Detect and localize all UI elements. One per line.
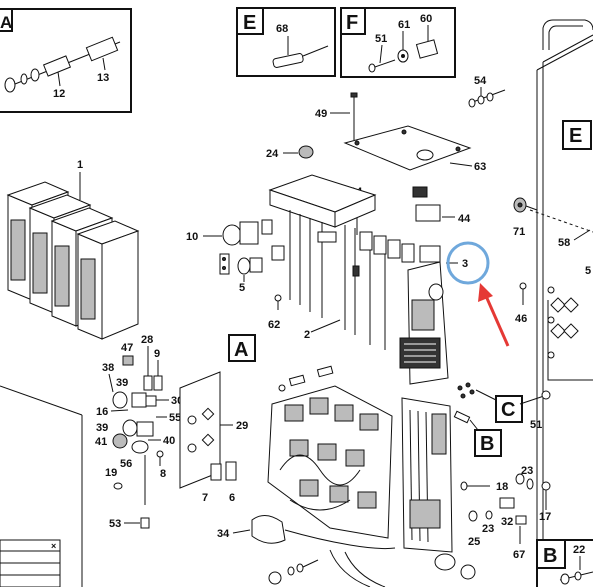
window-close-icon[interactable]: × [51, 541, 56, 551]
inset-e: E 68 [236, 7, 336, 77]
label-56: 56 [120, 458, 132, 470]
label-3: 3 [462, 258, 468, 270]
label-5-right: 5 [585, 265, 591, 277]
label-25: 25 [468, 536, 480, 548]
label-8: 8 [160, 468, 166, 480]
label-23-b: 23 [482, 523, 494, 535]
label-47: 47 [121, 342, 133, 354]
part-44-relay: 44 14 [350, 186, 471, 235]
label-38: 38 [102, 362, 114, 374]
label-40: 40 [163, 435, 175, 447]
label-28: 28 [141, 334, 153, 346]
label-51-main: 51 [530, 419, 542, 431]
part-54: 54 [468, 75, 506, 108]
callout-a-top: A [0, 13, 12, 32]
label-46: 46 [515, 313, 527, 325]
label-41: 41 [95, 436, 107, 448]
inset-a-top: A 12 13 [0, 8, 132, 113]
label-13: 13 [97, 72, 109, 84]
cabinet-frame: E [529, 19, 593, 580]
callout-b-inset: B [543, 545, 557, 567]
label-19: 19 [105, 467, 117, 479]
part-62: 62 2 [268, 294, 341, 341]
label-49: 49 [315, 108, 327, 120]
callout-e-inset: E [243, 12, 256, 34]
label-61: 61 [398, 19, 410, 31]
red-arrow [484, 295, 510, 347]
label-22: 22 [573, 544, 585, 556]
callout-a-main: A [234, 339, 248, 361]
part-24: 24 [266, 145, 314, 160]
label-5: 5 [239, 282, 245, 294]
label-6: 6 [229, 492, 235, 504]
callout-f-inset: F [346, 12, 358, 34]
part-29-plate: 29 7 6 [179, 371, 248, 504]
label-7: 7 [202, 492, 208, 504]
part-1-breakers: 1 [6, 159, 140, 340]
parts-right-side: 71 58 5 46 [513, 197, 591, 325]
part-63-plate: 49 63 [315, 92, 486, 173]
label-24: 24 [266, 148, 279, 160]
highlight-annotation [446, 241, 510, 347]
left-components: 28 47 9 38 39 30 16 55 39 41 40 56 8 19 [95, 334, 183, 530]
left-panel-remnant: × [0, 385, 83, 587]
callouts-cb: C B 51 [453, 382, 551, 457]
label-68: 68 [276, 23, 288, 35]
callout-c-main: C [501, 399, 515, 421]
label-55: 55 [169, 412, 181, 424]
label-17: 17 [539, 511, 551, 523]
label-54: 54 [474, 75, 487, 87]
part-3-board: 3 [399, 245, 468, 385]
label-29: 29 [236, 420, 248, 432]
label-16: 16 [96, 406, 108, 418]
label-1: 1 [77, 159, 83, 171]
label-9: 9 [154, 348, 160, 360]
label-10: 10 [186, 231, 198, 243]
label-23-a: 23 [521, 465, 533, 477]
label-32: 32 [501, 516, 513, 528]
label-39-a: 39 [116, 377, 128, 389]
label-12: 12 [53, 88, 65, 100]
callout-e-side: E [569, 125, 582, 147]
label-34: 34 [217, 528, 230, 540]
label-39-b: 39 [96, 422, 108, 434]
inset-b-bottom: B 22 [536, 539, 593, 587]
label-60: 60 [420, 13, 432, 25]
label-71: 71 [513, 226, 525, 238]
bottom-hardware: 18 23 17 25 23 32 67 [460, 465, 551, 561]
label-44: 44 [458, 213, 471, 225]
label-58: 58 [558, 237, 570, 249]
inset-f: F 51 61 60 [340, 7, 456, 78]
label-2: 2 [304, 329, 310, 341]
highlight-circle [446, 241, 490, 285]
main-board-a: A [228, 334, 393, 539]
label-67: 67 [513, 549, 525, 561]
part-10-5-switches: 10 5 [186, 219, 285, 294]
label-53: 53 [109, 518, 121, 530]
terminal-board [401, 397, 456, 571]
cable-harness: 34 [217, 515, 476, 587]
red-arrow-head [478, 283, 493, 302]
upper-bracket [268, 174, 415, 350]
label-63: 63 [474, 161, 486, 173]
callout-b-main: B [480, 433, 494, 455]
label-18: 18 [496, 481, 508, 493]
label-51-f: 51 [375, 33, 387, 45]
label-62: 62 [268, 319, 280, 331]
